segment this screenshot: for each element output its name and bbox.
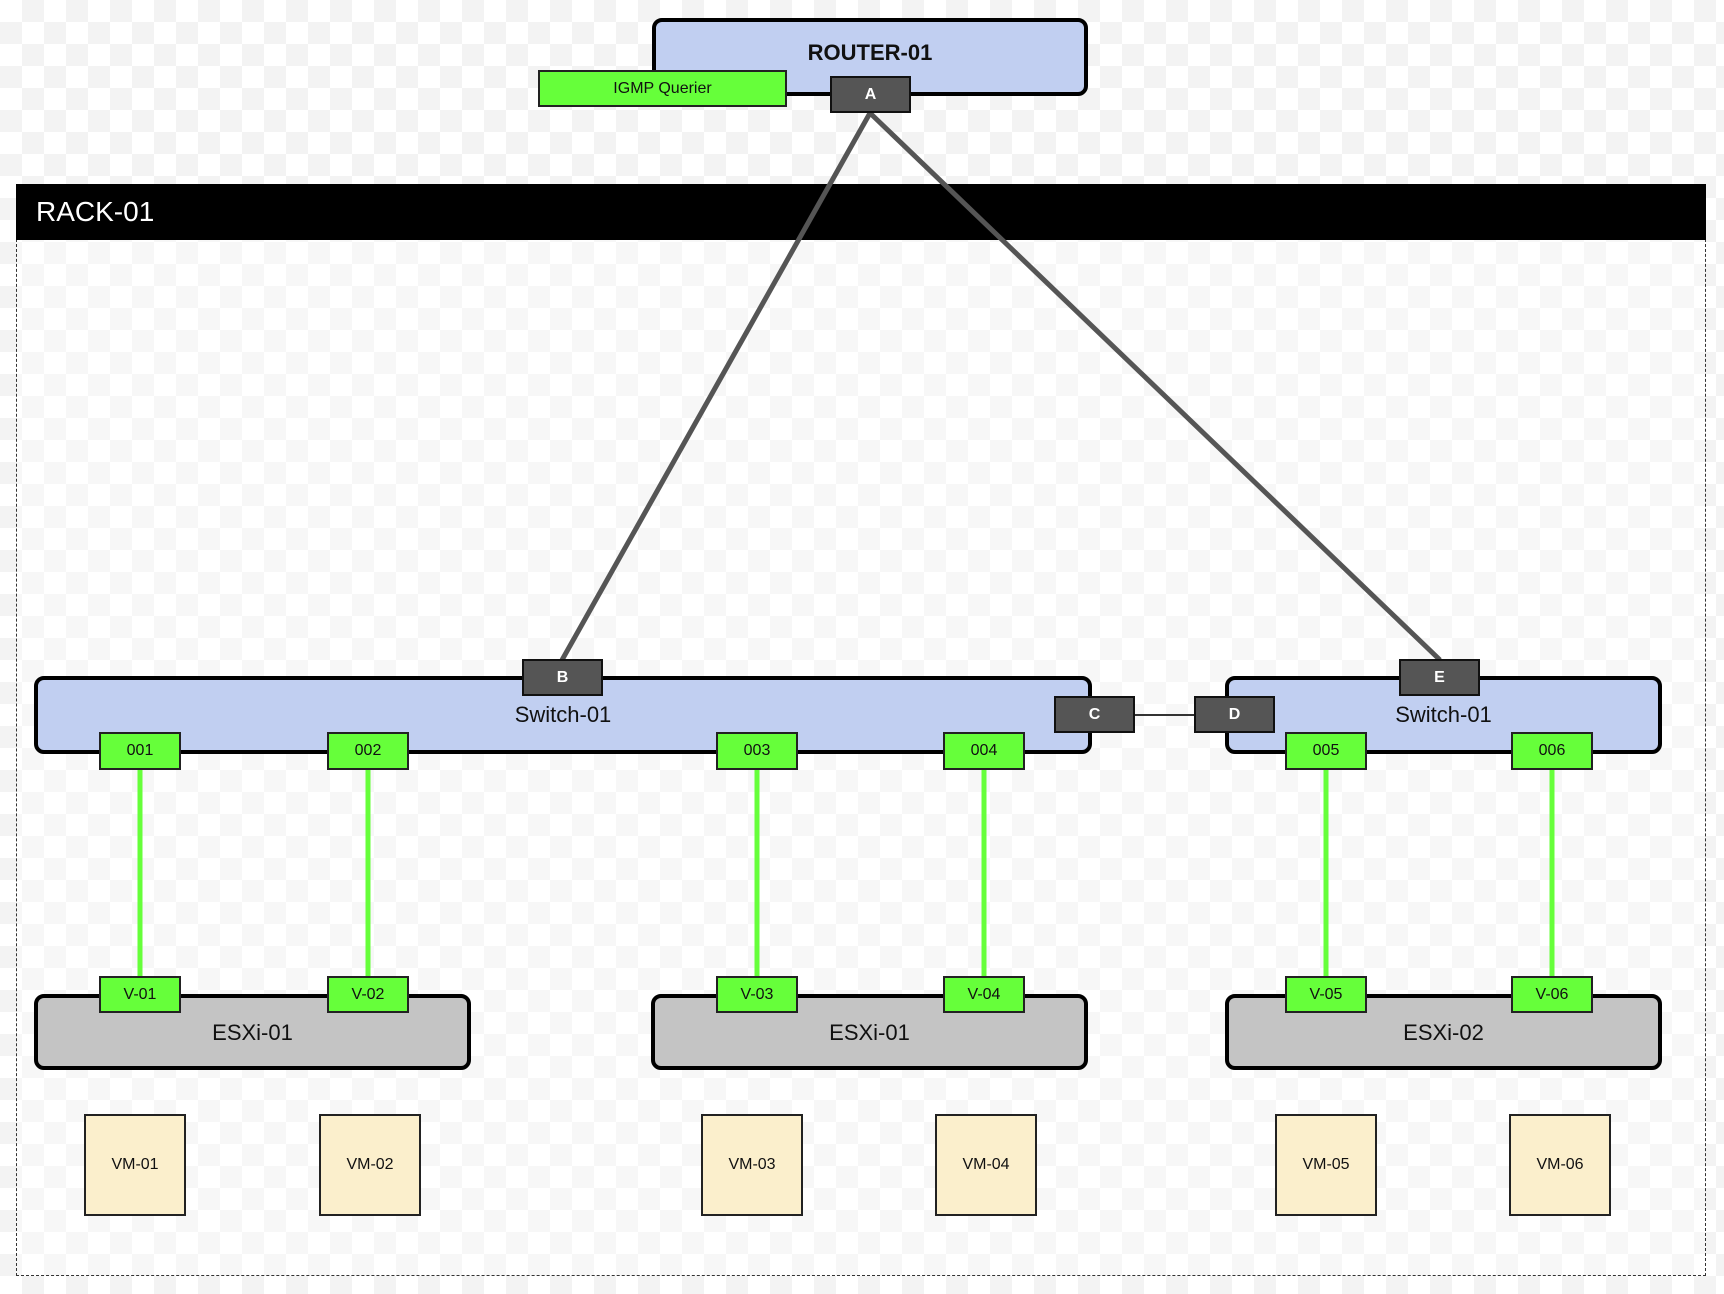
vm-04[interactable]: VM-04 <box>935 1114 1037 1216</box>
rack-title: RACK-01 <box>16 184 1706 240</box>
uplink-a-b <box>559 111 873 662</box>
esxi-host-1-title: ESXi-01 <box>212 1020 293 1045</box>
esxi-host-2-title: ESXi-01 <box>829 1020 910 1045</box>
vnic-v-03[interactable]: V-03 <box>716 976 798 1013</box>
vm-02[interactable]: VM-02 <box>319 1114 421 1216</box>
switch-port-006[interactable]: 006 <box>1511 732 1593 770</box>
vm-01[interactable]: VM-01 <box>84 1114 186 1216</box>
switch-port-003[interactable]: 003 <box>716 732 798 770</box>
vnic-v-06[interactable]: V-06 <box>1511 976 1593 1013</box>
vm-06[interactable]: VM-06 <box>1509 1114 1611 1216</box>
vnic-v-01[interactable]: V-01 <box>99 976 181 1013</box>
switch-1-port-c[interactable]: C <box>1054 696 1135 733</box>
switch-port-001[interactable]: 001 <box>99 732 181 770</box>
vnic-v-04[interactable]: V-04 <box>943 976 1025 1013</box>
vm-05[interactable]: VM-05 <box>1275 1114 1377 1216</box>
switch-port-002[interactable]: 002 <box>327 732 409 770</box>
vnic-v-02[interactable]: V-02 <box>327 976 409 1013</box>
router-port-a[interactable]: A <box>830 76 911 113</box>
switch-port-004[interactable]: 004 <box>943 732 1025 770</box>
switch-1-port-b[interactable]: B <box>522 659 603 696</box>
vm-03[interactable]: VM-03 <box>701 1114 803 1216</box>
switch-2-port-e[interactable]: E <box>1399 659 1480 696</box>
router-title: ROUTER-01 <box>807 40 933 65</box>
switch-2-port-d[interactable]: D <box>1194 696 1275 733</box>
igmp-querier-badge: IGMP Querier <box>538 70 787 107</box>
switch-port-005[interactable]: 005 <box>1285 732 1367 770</box>
switch-2-title: Switch-01 <box>1395 702 1492 727</box>
esxi-host-3-title: ESXi-02 <box>1403 1020 1484 1045</box>
uplink-a-e <box>868 111 1442 662</box>
switch-1-title: Switch-01 <box>514 702 612 727</box>
vnic-v-05[interactable]: V-05 <box>1285 976 1367 1013</box>
